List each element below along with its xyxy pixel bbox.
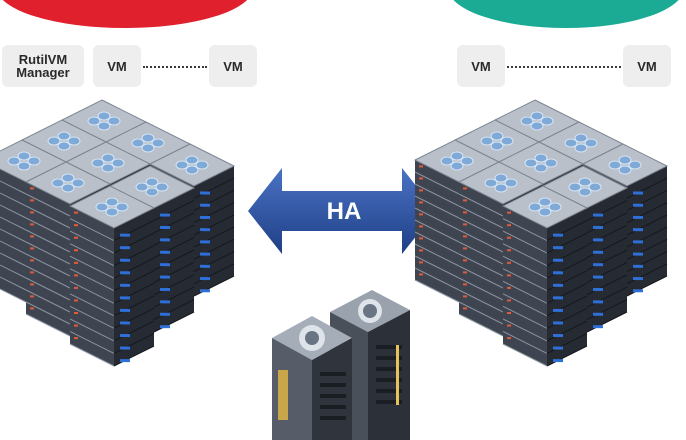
manager-label-line1: RutilVM	[18, 52, 68, 67]
server-rack-cluster-icon	[0, 99, 236, 367]
manager-node-label: RutilVM Manager	[2, 45, 84, 87]
left-vm-node-b: VM	[209, 45, 257, 87]
left-vm-connector	[143, 66, 207, 68]
ha-arrow	[248, 168, 436, 254]
left-cluster-cap	[2, 0, 248, 28]
server-rack-cluster-icon	[413, 99, 669, 367]
right-vm-connector	[507, 66, 621, 68]
right-vm-node-a: VM	[457, 45, 505, 87]
left-vm-node-a: VM	[93, 45, 141, 87]
storage-server-icon	[272, 290, 410, 440]
manager-label-line2: Manager	[16, 65, 70, 80]
ha-label: HA	[326, 198, 362, 225]
right-vm-node-b: VM	[623, 45, 671, 87]
right-cluster-cap	[453, 0, 679, 28]
